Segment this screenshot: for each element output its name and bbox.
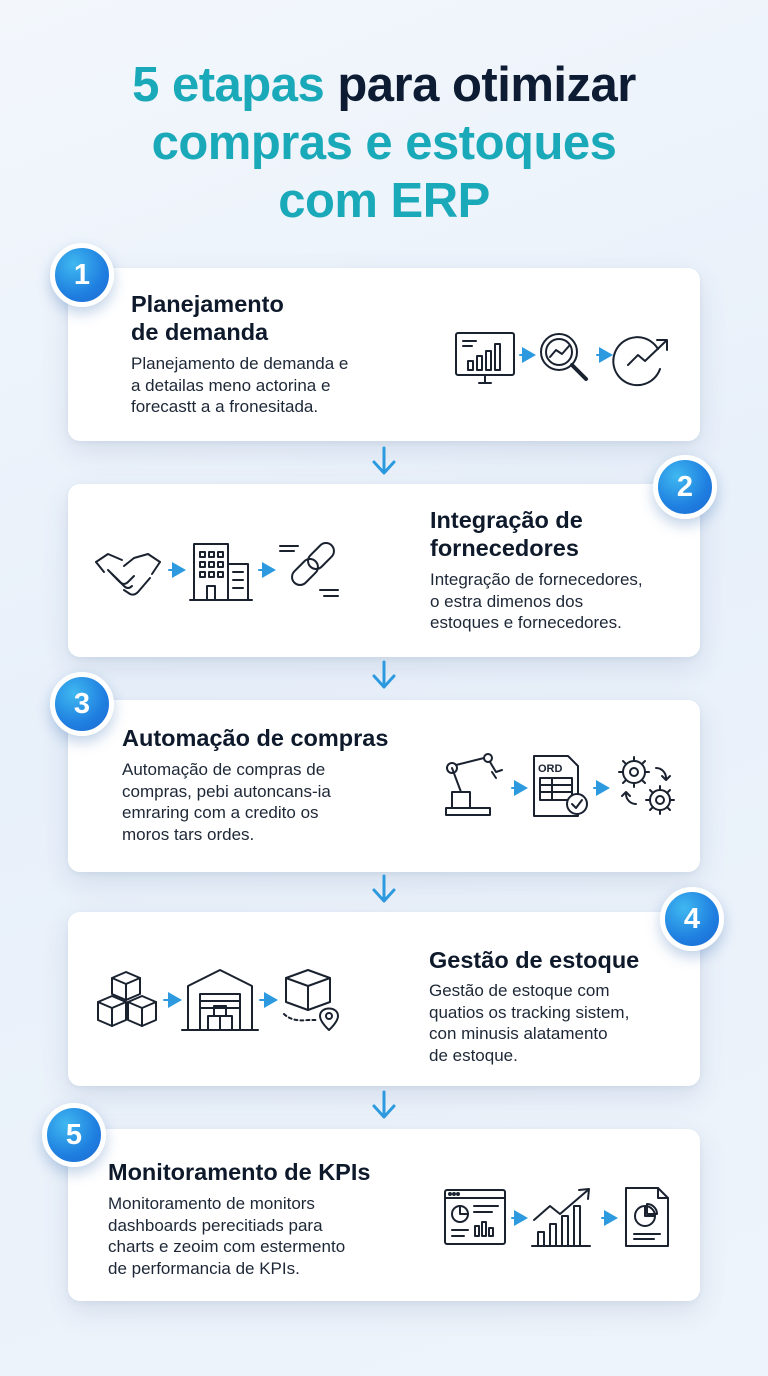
box-location-icon (283, 969, 339, 1031)
order-document-icon: ORD (533, 755, 588, 817)
step-2-description: Integração de fornecedores,o estra dimen… (430, 570, 643, 632)
page-title: 5 etapas para otimizar compras e estoque… (0, 56, 768, 230)
step-1-card (68, 268, 700, 441)
robot-arm-icon (445, 753, 503, 816)
step-3-badge: 3 (50, 672, 114, 736)
presentation-chart-icon (455, 332, 515, 384)
growth-cycle-icon (612, 336, 668, 387)
warehouse-icon (181, 969, 259, 1031)
bar-growth-icon (531, 1188, 591, 1247)
step-5-icons (442, 1184, 678, 1250)
title-highlight: 5 etapas (132, 58, 325, 112)
step-5-title: Monitoramento de KPIs (108, 1159, 371, 1185)
magnifier-trend-icon (540, 333, 588, 381)
dashboard-window-icon (444, 1189, 506, 1245)
step-3-title: Automação de compras (122, 725, 389, 751)
ord-label: ORD (538, 763, 563, 775)
step-4-title: Gestão de estoque (429, 947, 640, 973)
step-3-card (68, 700, 700, 872)
title-line-3: com ERP (278, 174, 490, 228)
title-line-2: compras e estoques (151, 116, 617, 170)
step-2-badge: 2 (653, 455, 717, 519)
report-pie-icon (625, 1187, 669, 1247)
gears-cycle-icon (618, 756, 675, 815)
step-1-badge: 1 (50, 243, 114, 307)
flow-arrow-4 (372, 1090, 396, 1119)
step-4-icons (94, 964, 344, 1034)
stacked-boxes-icon (97, 971, 157, 1027)
step-3-icons: ORD (440, 752, 680, 820)
title-rest: para otimizar (337, 58, 636, 112)
chain-link-icon (279, 542, 339, 597)
buildings-icon (189, 543, 253, 601)
step-5-card (68, 1129, 700, 1301)
step-5-badge: 5 (42, 1103, 106, 1167)
flow-arrow-1 (372, 446, 396, 475)
step-1-icons (452, 325, 676, 389)
handshake-icon (95, 553, 161, 596)
step-2-icons (94, 540, 344, 606)
flow-arrow-3 (372, 874, 396, 903)
flow-arrow-2 (372, 660, 396, 689)
step-4-badge: 4 (660, 887, 724, 951)
